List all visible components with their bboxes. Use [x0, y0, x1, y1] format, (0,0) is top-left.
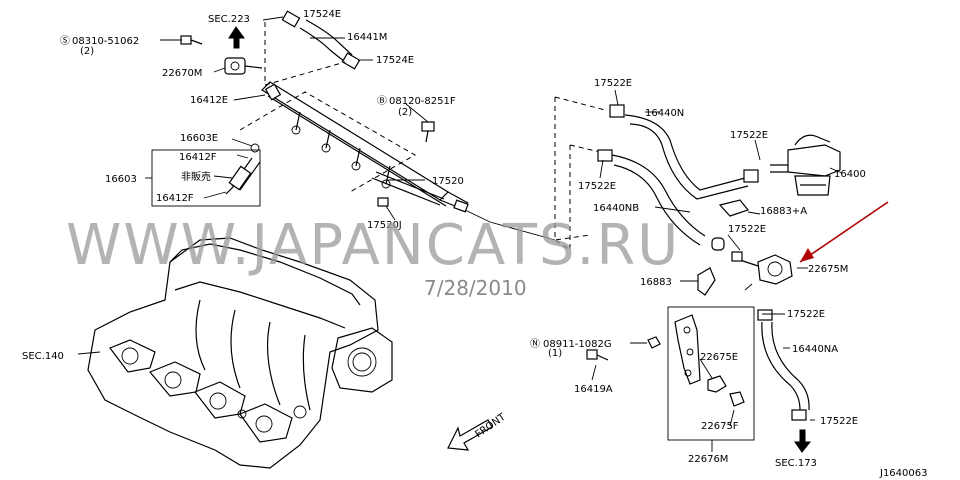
- bracket-22670m: [224, 57, 263, 75]
- label-clip-17522e-b: 17522E: [730, 130, 768, 141]
- dashed-leader-b: [554, 145, 571, 251]
- label-bolt-16419a: 16419A: [574, 384, 613, 395]
- b-circle-icon: Ⓑ: [377, 95, 387, 107]
- clip-17520j: [377, 197, 389, 207]
- regulator-22675m: [731, 251, 793, 285]
- label-assy-16603: 16603: [105, 174, 137, 185]
- label-clip-17524e-b: 17524E: [376, 55, 414, 66]
- hose-16440na: [757, 309, 810, 421]
- label-insulator-22675f: 22675F: [701, 421, 739, 432]
- dashed-leader-c: [569, 144, 601, 153]
- label-not-for-sale: 非販売: [181, 170, 211, 183]
- down-arrow-icon: [794, 429, 812, 453]
- label-injector-16412f-b: 16412F: [156, 193, 194, 204]
- front-arrow: [447, 419, 493, 451]
- label-insulator-22675e: 22675E: [700, 352, 738, 363]
- label-clamp-16883a: 16883+A: [760, 206, 807, 217]
- label-clip-17524e-a: 17524E: [303, 9, 341, 20]
- leader-lines: [77, 16, 843, 452]
- label-bracket-22676m: 22676M: [688, 454, 728, 465]
- label-sec-223: SEC.223: [208, 14, 250, 25]
- watermark-date: 7/28/2010: [424, 276, 527, 300]
- intake-manifold: [87, 237, 393, 469]
- injector-16412f: [225, 143, 261, 195]
- bolt-08310: [180, 35, 203, 45]
- up-arrow-icon: [228, 26, 245, 49]
- label-clip-17522e-e: 17522E: [787, 309, 825, 320]
- label-nut-08911-qty: (1): [548, 348, 562, 359]
- label-bolt-08310-qty: (2): [80, 46, 94, 57]
- dashed-leader-clip: [264, 61, 346, 86]
- dashed-leader-a: [554, 96, 606, 111]
- label-damper-16400: 16400: [834, 169, 866, 180]
- fuel-line: [464, 209, 556, 241]
- fuel-pipe-17520: [371, 171, 445, 206]
- clamp-16883: [697, 267, 753, 296]
- label-clamp-16883: 16883: [640, 277, 672, 288]
- label-clip-17522e-a: 17522E: [594, 78, 632, 89]
- label-bolt-08120: 08120-8251F: [389, 96, 456, 107]
- rail-dashed-outline: [239, 91, 417, 193]
- label-oring-16603e: 16603E: [180, 133, 218, 144]
- label-clip-17522e-c: 17522E: [578, 181, 616, 192]
- label-regulator-22675m: 22675M: [808, 264, 848, 275]
- label-clip-17522e-f: 17522E: [820, 416, 858, 427]
- bracket-callout-box: [667, 306, 755, 441]
- bracket-22676m: [674, 314, 745, 407]
- diagram-id: J1640063: [879, 468, 928, 479]
- pointer-arrow: [799, 201, 889, 263]
- label-bolt-08310: 08310-51062: [72, 36, 139, 47]
- watermark-text: WWW.JAPANCATS.RU: [66, 213, 680, 278]
- label-hose-16440n: 16440N: [645, 108, 684, 119]
- hose-16440nb: [597, 149, 725, 251]
- label-hose-16440na: 16440NA: [792, 344, 838, 355]
- s-circle-icon: Ⓢ: [60, 35, 70, 47]
- label-pipe-17520: 17520: [432, 176, 464, 187]
- nut-08911: [647, 336, 661, 349]
- dashed-leader-right: [554, 97, 591, 241]
- label-clip-17522e-d: 17522E: [728, 224, 766, 235]
- label-bracket-22670m: 22670M: [162, 68, 202, 79]
- label-sec-173: SEC.173: [775, 458, 817, 469]
- label-clip-17520j: 17520J: [367, 220, 402, 231]
- label-injector-16412f: 16412F: [179, 152, 217, 163]
- label-nut-08911: 08911-1082G: [543, 339, 612, 350]
- bolt-08120: [421, 121, 435, 143]
- label-hose-16441m: 16441M: [347, 32, 387, 43]
- label-rail-16412e: 16412E: [190, 95, 228, 106]
- label-bolt-08120-qty: (2): [398, 107, 412, 118]
- n-circle-icon: Ⓝ: [530, 338, 540, 350]
- bolt-16419a: [586, 349, 609, 361]
- label-sec-140: SEC.140: [22, 351, 64, 362]
- clamp-16883a: [718, 199, 750, 217]
- hose-16440n: [609, 104, 759, 200]
- label-hose-16440nb: 16440NB: [593, 203, 639, 214]
- damper-16400: [770, 134, 841, 196]
- hose-16441m: [281, 10, 361, 70]
